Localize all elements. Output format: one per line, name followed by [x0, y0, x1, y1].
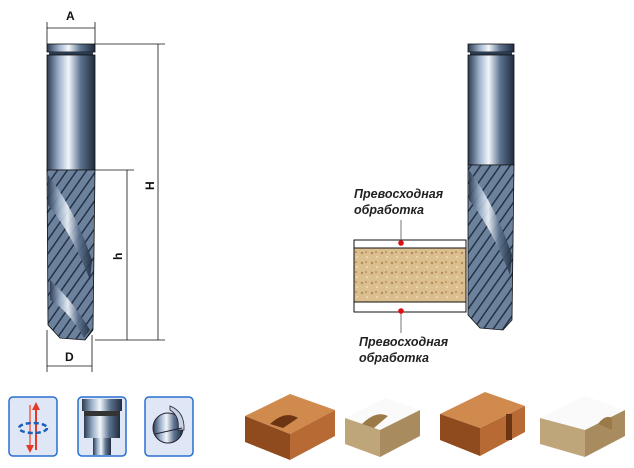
sample-wood-slot — [245, 394, 335, 460]
router-bit-left — [46, 43, 96, 341]
router-bit-right — [467, 43, 515, 331]
rotation-direction-icon — [8, 396, 58, 457]
cutting-edge-icon — [144, 396, 194, 457]
dimension-d-label: D — [65, 350, 74, 364]
top-finish-label-line2: обработка — [354, 203, 424, 217]
dimension-h-cutting-label: h — [111, 253, 125, 260]
dimension-a-label: A — [66, 9, 75, 23]
sample-wood-rebate — [440, 392, 525, 456]
sample-laminated-slot — [345, 398, 420, 457]
sample-laminated-profile — [540, 396, 625, 457]
bottom-finish-label-line2: обработка — [359, 351, 429, 365]
top-finish-label-line1: Превосходная — [354, 187, 444, 201]
bottom-marker — [398, 308, 404, 314]
collet-shank-icon — [77, 396, 127, 457]
bottom-finish-label-line1: Превосходная — [359, 335, 449, 349]
dimension-h-overall-label: H — [143, 181, 157, 190]
top-marker — [398, 240, 404, 246]
dimension-lines — [46, 22, 165, 372]
material-cross-section — [353, 220, 467, 333]
